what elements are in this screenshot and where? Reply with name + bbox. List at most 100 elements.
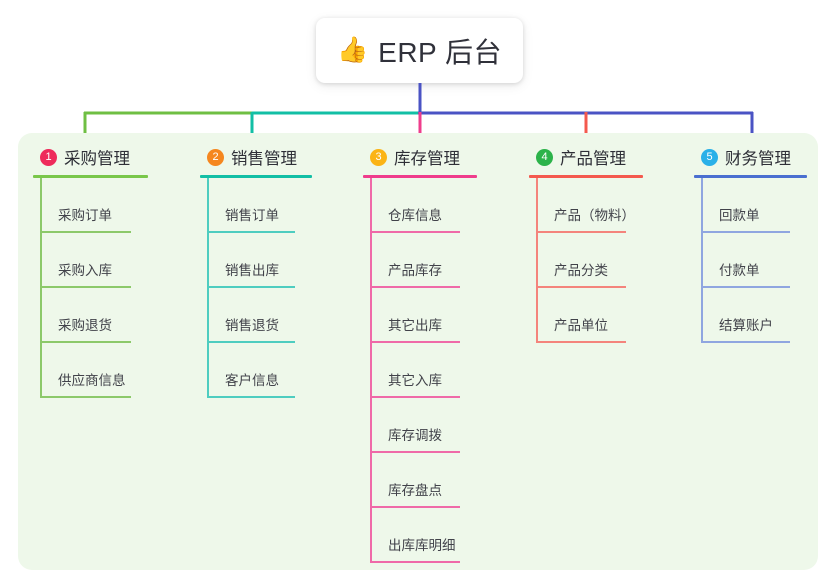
- list-item-rule: [370, 506, 460, 508]
- column-title: 产品管理: [560, 150, 626, 168]
- column-2: 2 销售管理销售订单销售出库销售退货客户信息: [200, 146, 312, 398]
- column-title: 销售管理: [231, 150, 297, 168]
- column-header-1[interactable]: 1 采购管理: [33, 146, 148, 168]
- list-item-rule: [40, 231, 131, 233]
- column-header-rule: [694, 175, 807, 178]
- list-item-label: 销售退货: [225, 318, 279, 333]
- list-item[interactable]: 出库库明细: [363, 508, 477, 563]
- root-node-card[interactable]: 👍 ERP 后台: [316, 18, 523, 83]
- column-header-rule: [529, 175, 643, 178]
- list-item-rule: [207, 341, 295, 343]
- list-item[interactable]: 销售出库: [200, 233, 312, 288]
- list-item[interactable]: 结算账户: [694, 288, 807, 343]
- list-item-label: 产品（物料）: [554, 208, 635, 223]
- column-item-list: 仓库信息产品库存其它出库其它入库库存调拨库存盘点出库库明细: [363, 178, 477, 563]
- list-item-rule: [370, 341, 460, 343]
- column-number-badge: 3: [370, 148, 387, 166]
- column-header-2[interactable]: 2 销售管理: [200, 146, 312, 168]
- list-item-rule: [701, 231, 790, 233]
- list-item-label: 客户信息: [225, 373, 279, 388]
- column-item-list: 销售订单销售出库销售退货客户信息: [200, 178, 312, 398]
- column-spine: [701, 178, 703, 343]
- list-item-rule: [370, 231, 460, 233]
- list-item[interactable]: 其它入库: [363, 343, 477, 398]
- list-item-label: 产品库存: [388, 263, 442, 278]
- list-item-rule: [370, 451, 460, 453]
- list-item-rule: [40, 341, 131, 343]
- column-number-badge: 2: [207, 148, 224, 166]
- list-item[interactable]: 仓库信息: [363, 178, 477, 233]
- list-item-label: 采购入库: [58, 263, 112, 278]
- list-item-label: 销售出库: [225, 263, 279, 278]
- column-spine: [536, 178, 538, 343]
- list-item-rule: [207, 231, 295, 233]
- list-item-label: 仓库信息: [388, 208, 442, 223]
- list-item-label: 结算账户: [719, 318, 773, 333]
- list-item[interactable]: 采购订单: [33, 178, 148, 233]
- list-item[interactable]: 产品单位: [529, 288, 643, 343]
- list-item[interactable]: 其它出库: [363, 288, 477, 343]
- column-header-5[interactable]: 5 财务管理: [694, 146, 807, 168]
- list-item-rule: [536, 286, 626, 288]
- list-item[interactable]: 销售订单: [200, 178, 312, 233]
- list-item[interactable]: 客户信息: [200, 343, 312, 398]
- list-item[interactable]: 产品（物料）: [529, 178, 643, 233]
- thumbs-up-icon: 👍: [337, 36, 369, 64]
- list-item[interactable]: 库存调拨: [363, 398, 477, 453]
- column-number-badge: 1: [40, 148, 57, 166]
- list-item-label: 产品单位: [554, 318, 608, 333]
- list-item-label: 其它出库: [388, 318, 442, 333]
- list-item-label: 供应商信息: [58, 373, 126, 388]
- list-item-label: 库存盘点: [388, 483, 442, 498]
- column-spine: [207, 178, 209, 398]
- column-item-list: 采购订单采购入库采购退货供应商信息: [33, 178, 148, 398]
- list-item[interactable]: 回款单: [694, 178, 807, 233]
- list-item-rule: [40, 396, 131, 398]
- column-title: 采购管理: [64, 150, 130, 168]
- list-item-label: 其它入库: [388, 373, 442, 388]
- list-item[interactable]: 库存盘点: [363, 453, 477, 508]
- list-item-label: 付款单: [719, 263, 760, 278]
- list-item-rule: [536, 341, 626, 343]
- list-item[interactable]: 供应商信息: [33, 343, 148, 398]
- root-node-title: ERP 后台: [378, 36, 502, 68]
- list-item-label: 库存调拨: [388, 428, 442, 443]
- column-header-rule: [363, 175, 477, 178]
- list-item-rule: [536, 231, 626, 233]
- list-item-rule: [207, 396, 295, 398]
- list-item-rule: [40, 286, 131, 288]
- list-item-rule: [370, 396, 460, 398]
- list-item[interactable]: 采购退货: [33, 288, 148, 343]
- list-item-rule: [701, 286, 790, 288]
- column-3: 3 库存管理仓库信息产品库存其它出库其它入库库存调拨库存盘点出库库明细: [363, 146, 477, 563]
- column-number-badge: 4: [536, 148, 553, 166]
- root-node-content: 👍 ERP 后台: [337, 31, 502, 71]
- column-number-badge: 5: [701, 148, 718, 166]
- list-item[interactable]: 销售退货: [200, 288, 312, 343]
- list-item[interactable]: 付款单: [694, 233, 807, 288]
- list-item-rule: [370, 286, 460, 288]
- column-item-list: 回款单付款单结算账户: [694, 178, 807, 343]
- column-title: 库存管理: [394, 150, 460, 168]
- column-header-4[interactable]: 4 产品管理: [529, 146, 643, 168]
- list-item[interactable]: 采购入库: [33, 233, 148, 288]
- list-item-label: 销售订单: [225, 208, 279, 223]
- content-panel: [18, 133, 818, 570]
- list-item-label: 采购订单: [58, 208, 112, 223]
- list-item[interactable]: 产品库存: [363, 233, 477, 288]
- list-item-rule: [370, 561, 460, 563]
- column-header-rule: [33, 175, 148, 178]
- column-title: 财务管理: [725, 150, 791, 168]
- column-header-3[interactable]: 3 库存管理: [363, 146, 477, 168]
- column-1: 1 采购管理采购订单采购入库采购退货供应商信息: [33, 146, 148, 398]
- column-5: 5 财务管理回款单付款单结算账户: [694, 146, 807, 343]
- column-header-rule: [200, 175, 312, 178]
- column-4: 4 产品管理产品（物料） 产品分类产品单位: [529, 146, 643, 343]
- list-item[interactable]: 产品分类: [529, 233, 643, 288]
- list-item-rule: [207, 286, 295, 288]
- list-item-label: 采购退货: [58, 318, 112, 333]
- column-item-list: 产品（物料） 产品分类产品单位: [529, 178, 643, 343]
- column-spine: [370, 178, 372, 563]
- list-item-label: 回款单: [719, 208, 760, 223]
